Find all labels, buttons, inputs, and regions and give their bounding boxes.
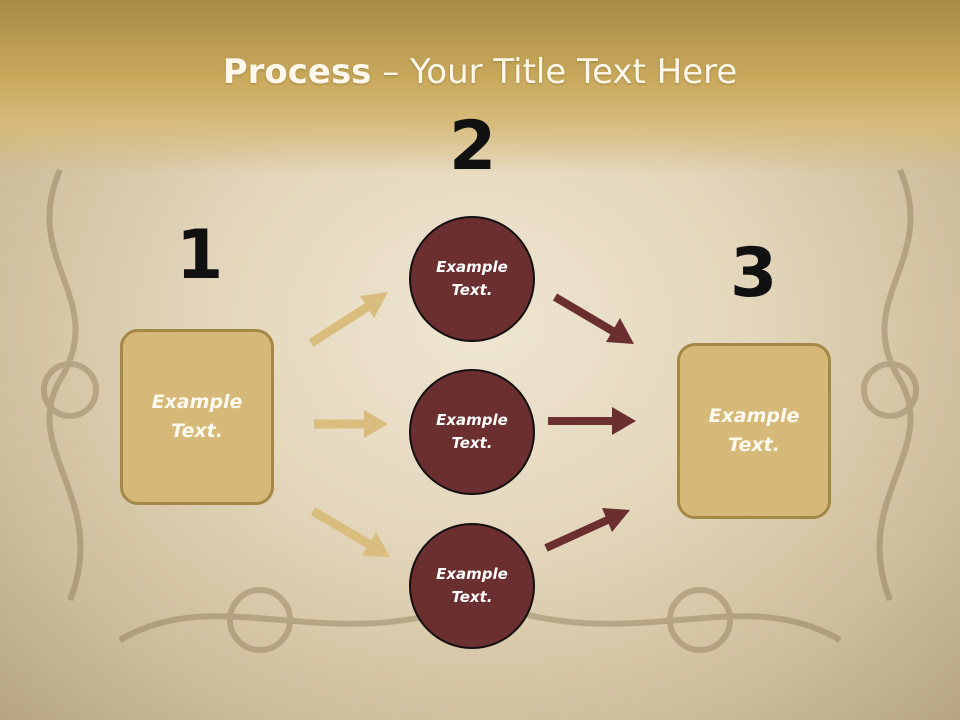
arrow-left-to-middle bbox=[314, 410, 388, 438]
right-box: Example Text. bbox=[677, 343, 831, 519]
arrow-left-to-bottom bbox=[310, 507, 390, 557]
title-band bbox=[0, 0, 960, 175]
step-number-2: 2 bbox=[449, 107, 497, 186]
arrow-bottom-to-right bbox=[544, 508, 630, 552]
arrow-left-to-top bbox=[308, 292, 388, 347]
left-box: Example Text. bbox=[120, 329, 274, 505]
arrow-middle-to-right bbox=[548, 407, 636, 435]
slide-title: Process – Your Title Text Here bbox=[0, 52, 960, 92]
title-rest: – Your Title Text Here bbox=[371, 52, 738, 92]
circle-top: Example Text. bbox=[409, 216, 535, 342]
circle-bottom: Example Text. bbox=[409, 523, 535, 649]
arrow-top-to-right bbox=[552, 293, 634, 344]
circle-middle: Example Text. bbox=[409, 369, 535, 495]
title-bold: Process bbox=[222, 52, 372, 92]
step-number-1: 1 bbox=[176, 216, 224, 295]
step-number-3: 3 bbox=[730, 234, 778, 313]
